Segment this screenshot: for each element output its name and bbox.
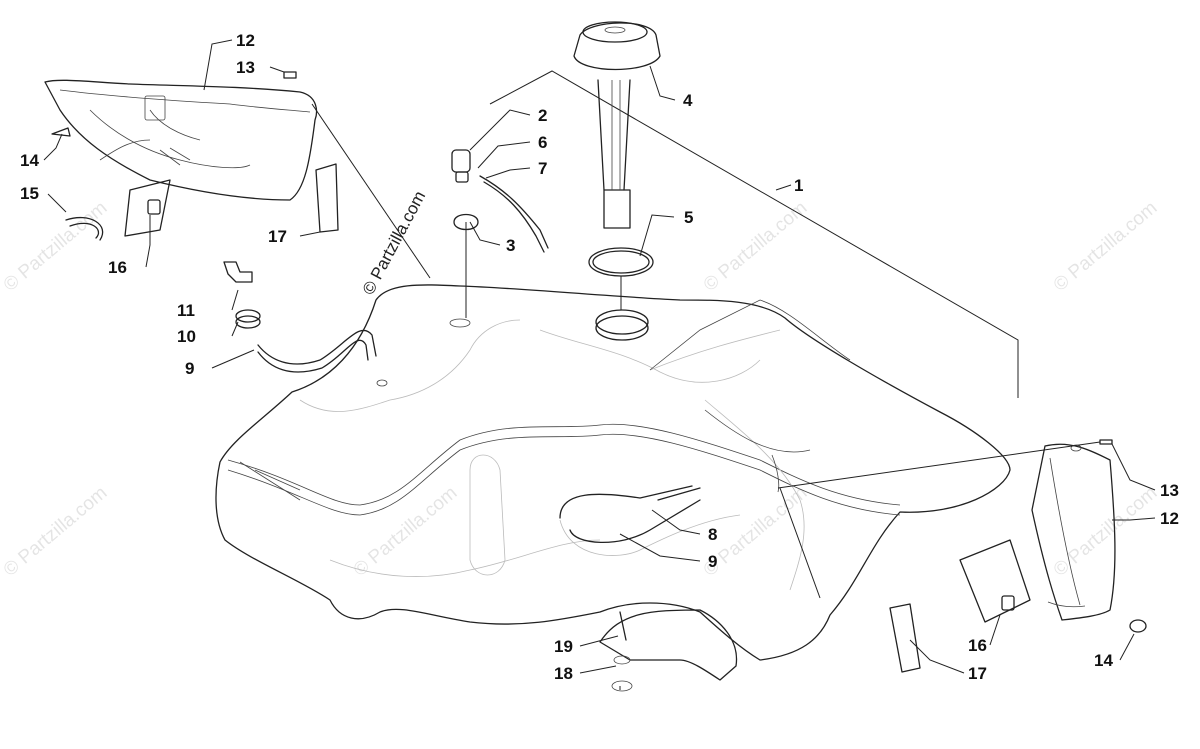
callout-9: 9 (708, 552, 717, 571)
callout-1: 1 (794, 176, 803, 195)
watermark-main: © Partzilla.com (359, 188, 430, 298)
callout-9: 9 (185, 359, 194, 378)
callout-17: 17 (268, 227, 287, 246)
callout-14: 14 (1094, 651, 1113, 670)
fuel-pump-assembly (573, 21, 661, 229)
watermark-text: © Partzilla.com (700, 197, 812, 295)
callout-19: 19 (554, 637, 573, 656)
watermark-text: © Partzilla.com (0, 197, 111, 295)
fuel-tank (215, 284, 1011, 661)
callout-11: 11 (177, 301, 195, 320)
tank-bracket (599, 609, 738, 692)
callout-2: 2 (538, 106, 547, 125)
callout-16: 16 (108, 258, 127, 277)
callout-labels: 1 2 3 4 5 6 7 8 9 9 10 11 12 12 13 13 14… (20, 31, 1179, 683)
callout-12: 12 (236, 31, 255, 50)
right-shroud-panel (1031, 443, 1116, 621)
callout-7: 7 (538, 159, 547, 178)
left-shroud-panel (44, 79, 318, 201)
callout-4: 4 (683, 91, 693, 110)
watermark-text: © Partzilla.com (1050, 482, 1162, 580)
callout-15: 15 (20, 184, 39, 203)
callout-16: 16 (968, 636, 987, 655)
callout-12: 12 (1160, 509, 1179, 528)
callout-17: 17 (968, 664, 987, 683)
mounting-clips (124, 179, 1031, 623)
callout-13: 13 (236, 58, 255, 77)
watermark-text: © Partzilla.com (1050, 197, 1162, 295)
watermark-text: © Partzilla.com (350, 482, 462, 580)
callout-6: 6 (538, 133, 547, 152)
small-hardware (51, 71, 1147, 673)
callout-3: 3 (506, 236, 515, 255)
leader-lines (43, 39, 1156, 690)
assembly-bracket (311, 70, 1019, 398)
callout-5: 5 (684, 208, 693, 227)
watermark-layer: © Partzilla.com © Partzilla.com © Partzi… (0, 197, 1161, 580)
callout-14: 14 (20, 151, 39, 170)
drain-fitting-assembly (223, 261, 377, 373)
callout-8: 8 (708, 525, 717, 544)
callout-10: 10 (177, 327, 196, 346)
callout-18: 18 (554, 664, 573, 683)
vent-valve (451, 149, 549, 253)
watermark-text: © Partzilla.com (0, 482, 111, 580)
callout-13: 13 (1160, 481, 1179, 500)
gasket-ring (588, 247, 654, 277)
tank-hose (559, 485, 701, 544)
